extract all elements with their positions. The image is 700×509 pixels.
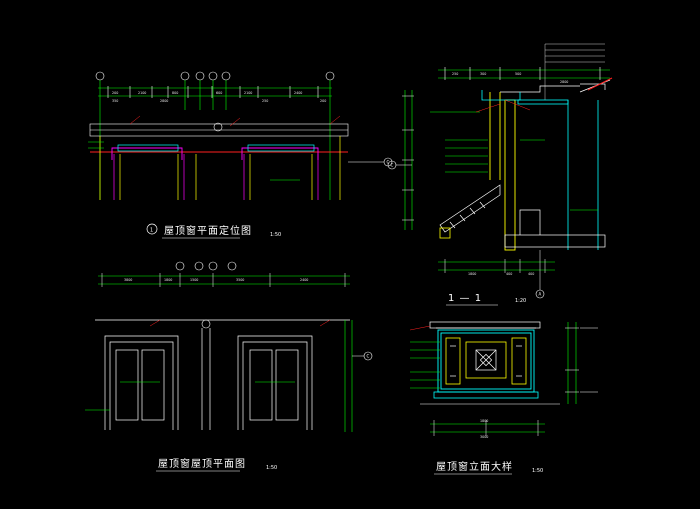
section-title: 1 — 1 bbox=[448, 293, 482, 304]
section-view: 250 300 500 2800 bbox=[387, 43, 613, 306]
section-dim-top: 500 bbox=[515, 72, 521, 76]
roof-plan-view: 3800 1800 1500 3500 2400 bbox=[85, 261, 373, 472]
section-dim-bottom: 400 bbox=[528, 272, 534, 276]
roof-plan-scale: 1:50 bbox=[266, 465, 277, 471]
plan-location-dim-top: 800 bbox=[172, 91, 178, 95]
plan-location-dim-top: 2100 bbox=[244, 91, 252, 95]
section-scale: 1:20 bbox=[515, 298, 526, 304]
roof-plan-dim-top: 2400 bbox=[300, 278, 308, 282]
plan-location-dim-top: 2400 bbox=[294, 91, 302, 95]
plan-location-dim-top: 200 bbox=[320, 99, 326, 103]
section-dim-bottom: 1800 bbox=[468, 272, 476, 276]
plan-location-view: 200 2100 800 600 2100 2400 350 2800 250 … bbox=[88, 71, 393, 239]
section-dim-top: 250 bbox=[452, 72, 458, 76]
plan-location-number: 1 bbox=[150, 228, 153, 234]
plan-location-dim-top: 2100 bbox=[138, 91, 146, 95]
plan-location-dim-top: 350 bbox=[112, 99, 118, 103]
roof-plan-grid-label: C bbox=[367, 354, 370, 359]
elevation-scale: 1:50 bbox=[532, 468, 543, 474]
roof-plan-dim-top: 3500 bbox=[236, 278, 244, 282]
plan-location-dim-top: 600 bbox=[216, 91, 222, 95]
elevation-dim-bottom: 3000 bbox=[480, 435, 488, 439]
section-grid-label: C bbox=[391, 163, 394, 168]
section-dim-top: 2800 bbox=[560, 80, 568, 84]
plan-location-dim-top: 2800 bbox=[160, 99, 168, 103]
section-grid-label: A bbox=[539, 292, 542, 297]
plan-location-title: 屋顶窗平面定位图 bbox=[164, 224, 252, 237]
elevation-detail-view: 1800 3000 屋顶窗立面大样 1:50 bbox=[409, 321, 598, 475]
plan-location-scale: 1:50 bbox=[270, 232, 281, 238]
elevation-title: 屋顶窗立面大样 bbox=[436, 460, 513, 473]
roof-plan-dim-top: 3800 bbox=[124, 278, 132, 282]
roof-plan-dim-top: 1800 bbox=[164, 278, 172, 282]
section-dim-top: 300 bbox=[480, 72, 486, 76]
plan-location-dim-top: 250 bbox=[262, 99, 268, 103]
plan-location-dim-top: 200 bbox=[112, 91, 118, 95]
elevation-dim-bottom: 1800 bbox=[480, 419, 488, 423]
plan-location-grid-label: C bbox=[387, 160, 390, 165]
roof-plan-title: 屋顶窗屋顶平面图 bbox=[158, 457, 246, 470]
section-dim-bottom: 400 bbox=[506, 272, 512, 276]
roof-plan-dim-top: 1500 bbox=[190, 278, 198, 282]
